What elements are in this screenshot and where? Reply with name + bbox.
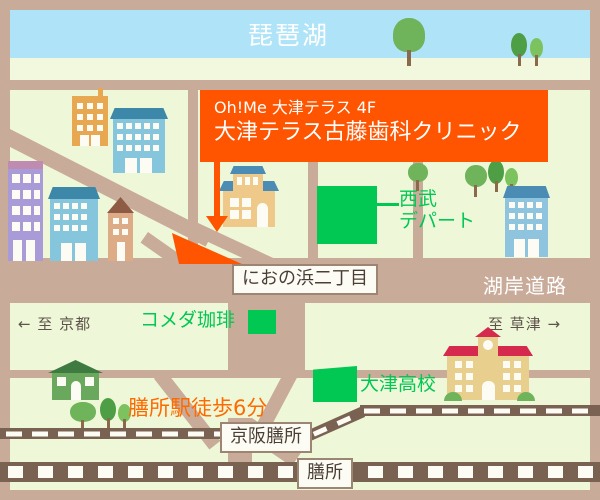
block-southwest bbox=[10, 303, 228, 370]
lakeside-road-label: 湖岸道路 bbox=[483, 274, 567, 298]
office-building-icon bbox=[110, 108, 168, 173]
office-building-icon bbox=[48, 187, 100, 261]
komeda-coffee-label: コメダ珈琲 bbox=[140, 309, 236, 331]
school-building-icon bbox=[443, 346, 533, 400]
house-dormer-icon bbox=[230, 166, 266, 191]
house-icon bbox=[219, 181, 279, 227]
arrow-down-icon bbox=[214, 162, 220, 218]
walk-time-label: 膳所駅徒歩6分 bbox=[128, 396, 268, 420]
tree-icon bbox=[530, 38, 543, 66]
school-bush-icon bbox=[444, 392, 462, 401]
lake-biwa-label: 琵琶湖 bbox=[248, 16, 329, 52]
tree-icon bbox=[511, 33, 527, 66]
tree-icon bbox=[118, 404, 131, 428]
seibu-label-line1: 西武 bbox=[399, 188, 438, 210]
school-bush-icon bbox=[517, 392, 535, 401]
lake-biwa-water bbox=[10, 10, 590, 58]
direction-to-kusatsu-label: 至 草津 → bbox=[488, 315, 562, 333]
seibu-label-line2: デパート bbox=[399, 209, 476, 232]
station-label-keihan-zeze: 京阪膳所 bbox=[220, 422, 312, 453]
school-clock-tower-icon bbox=[475, 327, 501, 358]
komeda-coffee-block bbox=[248, 310, 276, 334]
callout-line1: Oh!Me 大津テラス 4F bbox=[214, 98, 377, 117]
direction-to-kyoto-label: ← 至 京都 bbox=[18, 315, 92, 333]
otsu-high-school-block bbox=[313, 366, 357, 402]
otsu-high-school-label: 大津高校 bbox=[360, 373, 437, 395]
lake-biwa-text: 琵琶湖 bbox=[248, 21, 330, 50]
office-building-icon bbox=[72, 88, 108, 146]
intersection-label-nionohama: におの浜二丁目 bbox=[232, 264, 378, 295]
station-label-zeze: 膳所 bbox=[297, 458, 353, 489]
seibu-leader-line bbox=[377, 203, 399, 206]
tree-icon bbox=[70, 402, 96, 428]
office-building-icon bbox=[503, 186, 550, 257]
house-icon bbox=[107, 197, 134, 261]
clinic-callout[interactable]: Oh!Me 大津テラス 4F 大津テラス古藤歯科クリニック bbox=[200, 90, 548, 162]
seibu-label: 西武 デパート bbox=[399, 188, 476, 233]
tree-icon bbox=[393, 18, 425, 66]
house-icon bbox=[48, 360, 103, 400]
tree-icon bbox=[488, 160, 504, 192]
tree-icon bbox=[408, 163, 428, 191]
tree-icon bbox=[100, 398, 116, 428]
keihan-railway-line-east bbox=[360, 405, 600, 416]
tree-icon bbox=[465, 165, 487, 197]
lakeside-shore-strip bbox=[10, 58, 590, 80]
seibu-department-store-block bbox=[317, 186, 377, 244]
callout-line2: 大津テラス古藤歯科クリニック bbox=[214, 120, 522, 146]
arrow-down-head-icon bbox=[206, 216, 228, 232]
office-building-icon bbox=[8, 161, 43, 261]
